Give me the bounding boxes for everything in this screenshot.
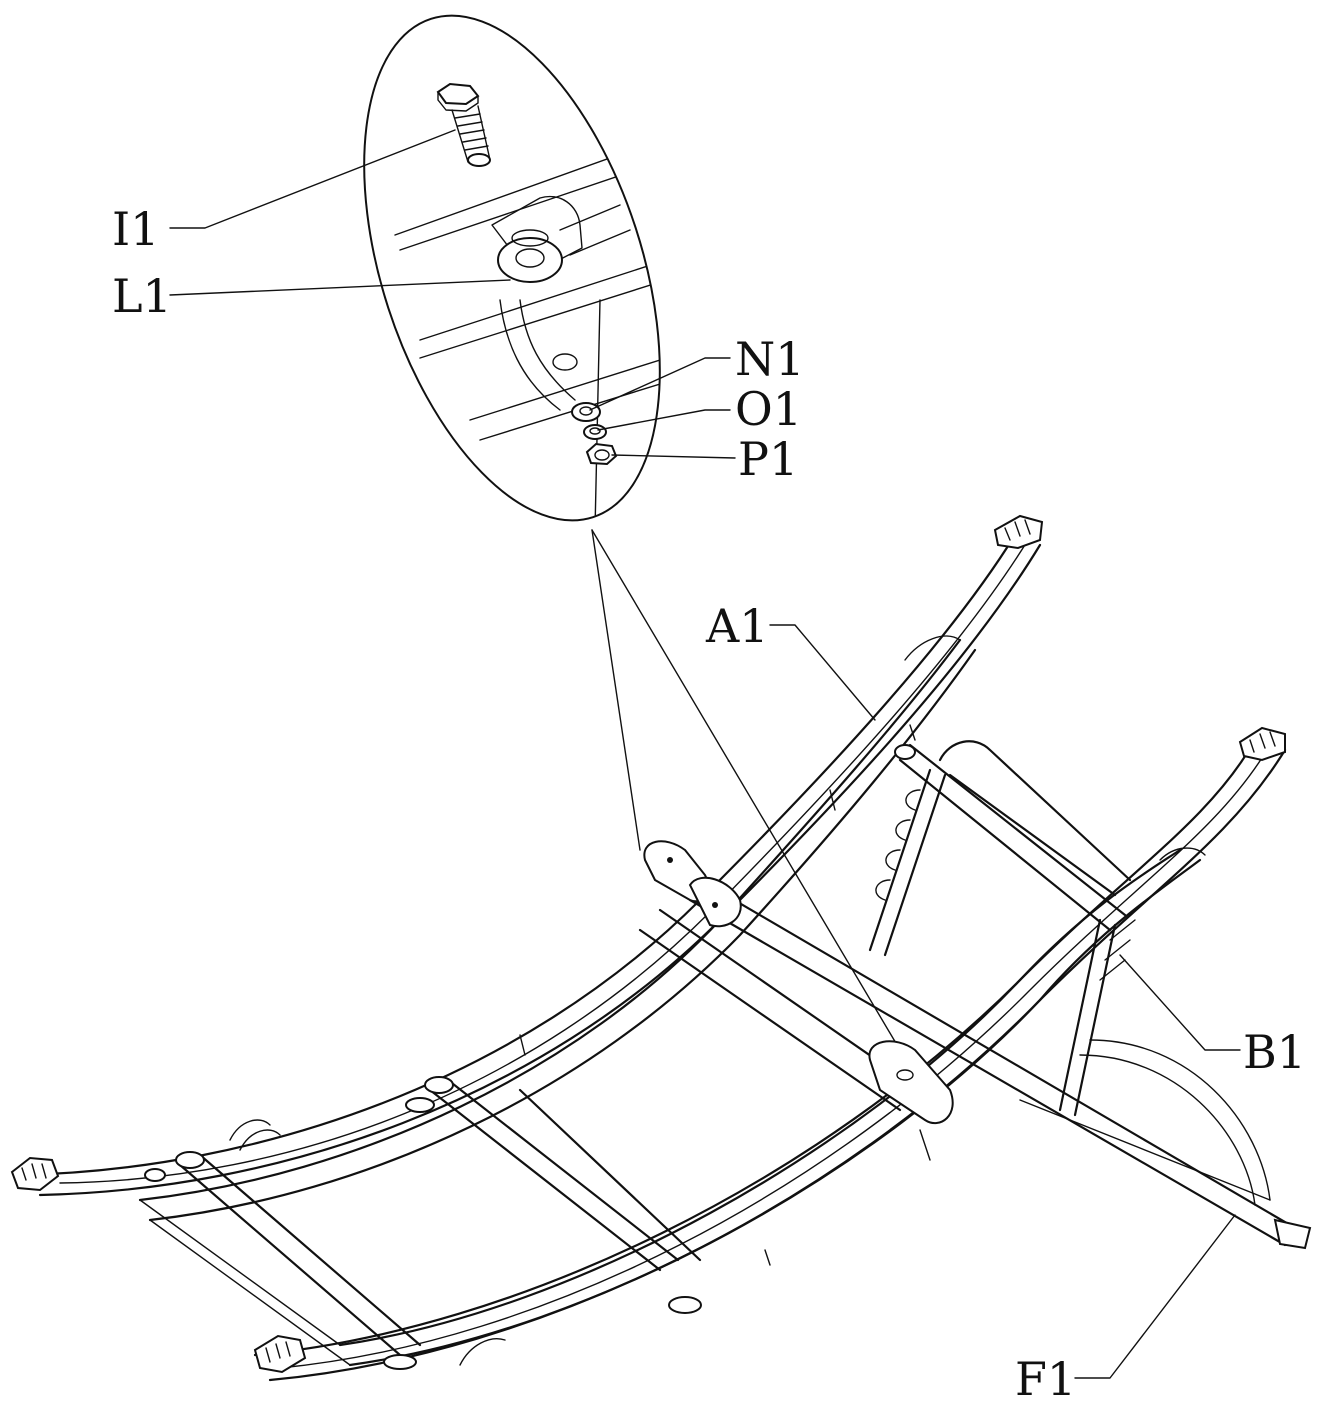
foot-cap-top-right [993,514,1044,550]
foot-cap-top-left [10,1156,60,1192]
washer-large [497,229,563,283]
projection-line-right [591,529,901,1051]
leader-F1 [1074,1214,1236,1379]
label-B1: B1 [1243,1025,1306,1079]
leader-O1 [597,409,731,431]
label-N1: N1 [735,332,805,386]
leader-P1 [611,454,736,459]
foot-cap-bottom-left [253,1334,307,1374]
pivot-bracket-lower [868,1040,954,1161]
leader-B1 [1119,954,1241,1051]
bolt-part [436,82,491,167]
label-I1: I1 [112,202,159,256]
nut-part [585,442,618,466]
mount-lugs [144,724,916,1370]
leader-I1 [169,129,456,229]
leader-A1 [769,624,876,721]
projection-line-left [591,529,641,851]
label-P1: P1 [738,432,798,486]
washer-flat [571,402,601,422]
chair-frame [10,514,1312,1382]
leader-L1 [169,279,511,296]
leader-lines [169,129,1241,1379]
spring-washer [583,424,607,440]
detail-view [363,14,661,531]
leader-N1 [589,357,731,411]
label-F1: F1 [1015,1352,1076,1406]
part-labels: I1 L1 N1 O1 P1 A1 B1 F1 [112,202,1306,1406]
label-A1: A1 [705,599,769,653]
label-L1: L1 [112,269,172,323]
pivot-bracket-upper [643,840,742,928]
label-O1: O1 [735,382,802,436]
foot-cap-bottom-right [1238,726,1286,762]
